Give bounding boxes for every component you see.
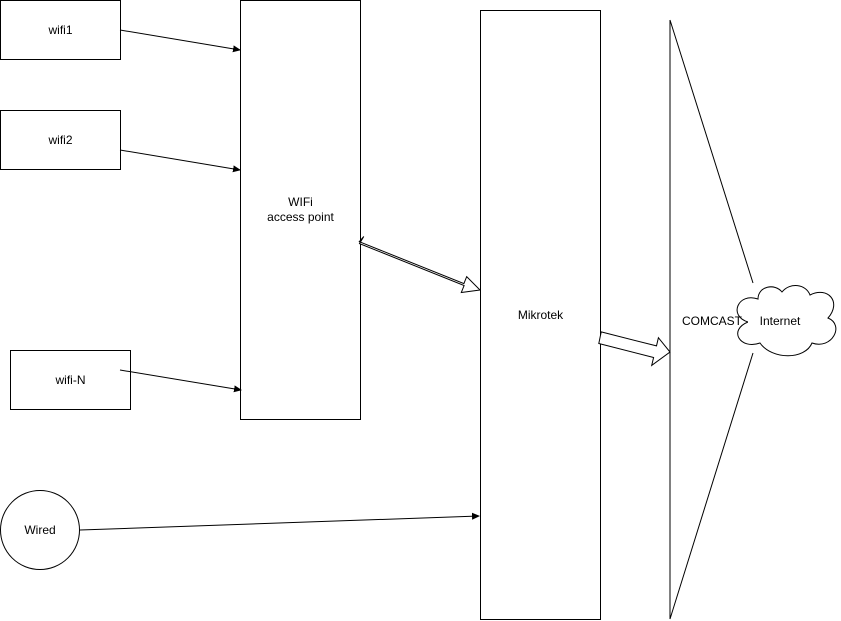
wifi2-label: wifi2: [48, 132, 73, 147]
comcast-label: COMCAST: [682, 313, 742, 328]
internet-label: Internet: [748, 306, 812, 336]
mikrotek-label: Mikrotek: [517, 307, 564, 322]
block-arrow-access-point-to-mikrotek: [358, 236, 482, 294]
wifi-n-node[interactable]: [10, 350, 131, 410]
wifi1-label: wifi1: [48, 22, 73, 37]
wifi-n-label: wifi-N: [55, 372, 86, 387]
wired-node[interactable]: [0, 490, 80, 570]
wired-label: Wired: [24, 522, 56, 537]
comcast-node[interactable]: [669, 19, 754, 620]
access-point-label: WIFi access point: [267, 195, 334, 224]
wifi2-node[interactable]: [0, 110, 121, 170]
edge-wired-to-mikrotek: [79, 512, 480, 531]
edge-wifi1-to-access-point: [119, 29, 241, 53]
wifi1-node[interactable]: [0, 0, 121, 60]
edge-wifi2-to-access-point: [119, 149, 241, 173]
edge-wifi-n-to-access-point: [119, 369, 242, 393]
block-arrow-mikrotek-to-comcast: [598, 331, 671, 367]
access-point-node[interactable]: [240, 0, 361, 420]
mikrotek-node[interactable]: [480, 10, 601, 620]
